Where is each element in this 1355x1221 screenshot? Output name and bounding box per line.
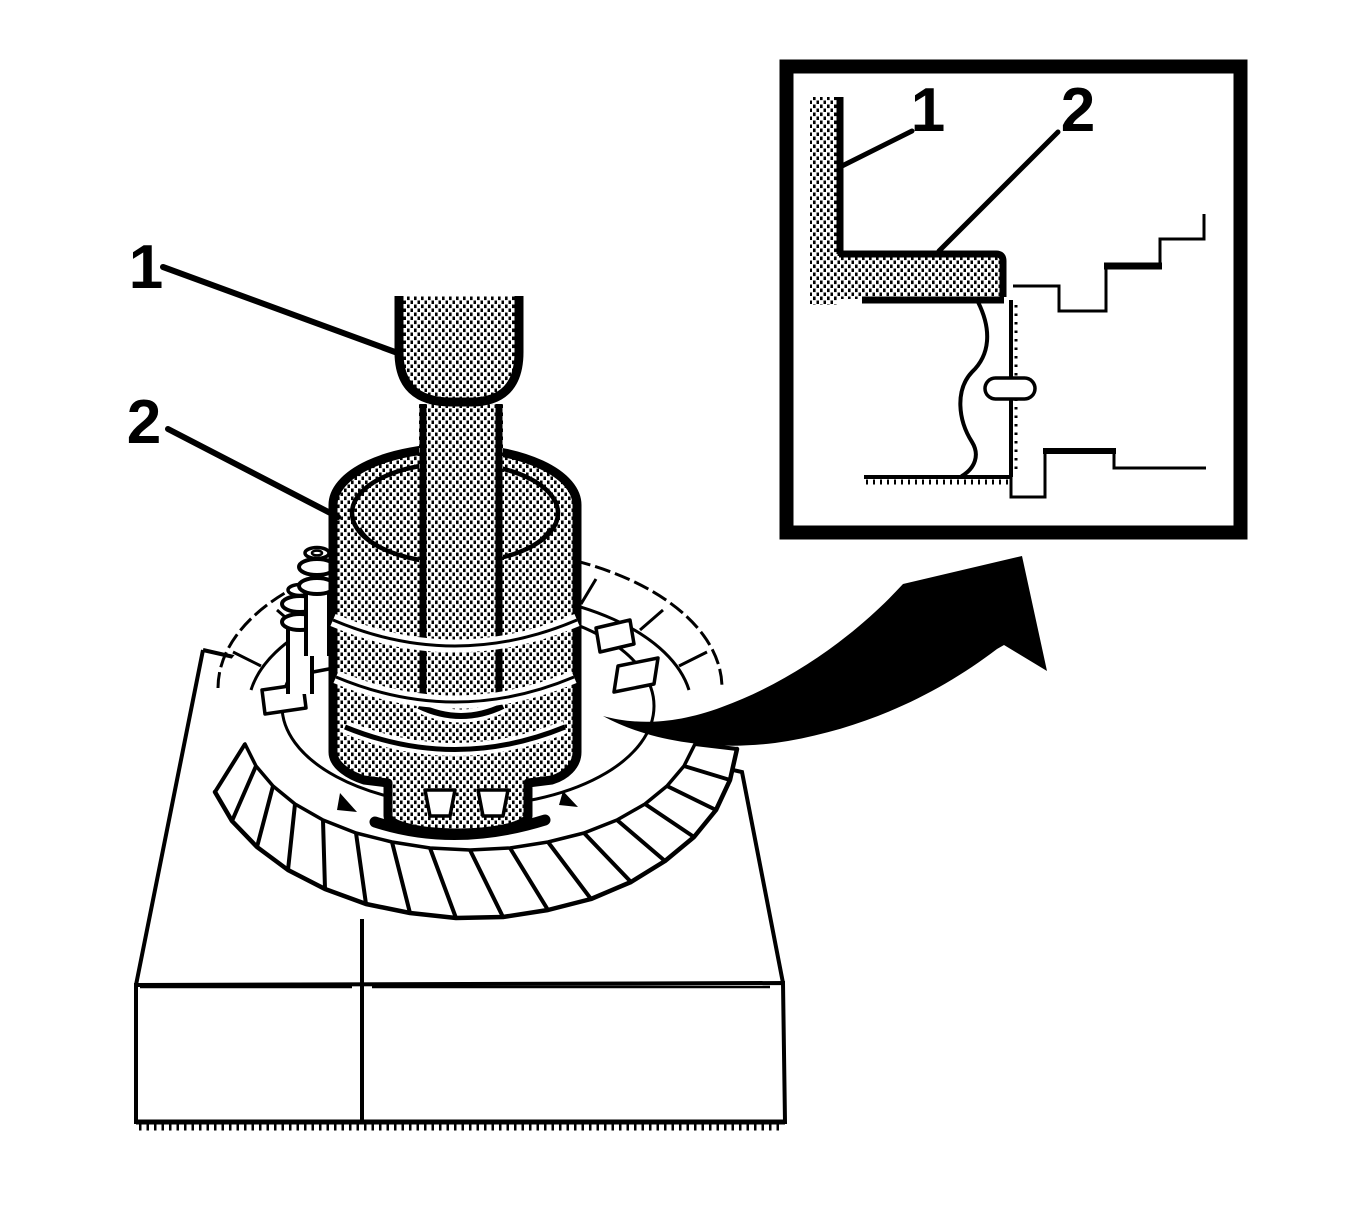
stud-front-cap-hole (310, 549, 324, 557)
inset-break-line (958, 300, 990, 478)
gear-back-teeth-silhouette (216, 546, 724, 689)
callout-2-leader (165, 426, 341, 520)
ram-rod-tip-arc (417, 703, 505, 719)
ring-2 (335, 675, 575, 704)
stud-front-cap (303, 545, 331, 561)
inset-callout-1-label: 1 (911, 76, 945, 145)
inset-installer-section (837, 254, 1001, 299)
inset-shaft-section (864, 214, 1206, 499)
installer-tool (328, 404, 582, 840)
inset-callout-1-leader (839, 128, 915, 169)
callout-1-label: 1 (129, 233, 163, 302)
installer-step-rings (330, 614, 580, 756)
press-ram-fill (395, 296, 523, 406)
press-ram-outline (394, 296, 524, 407)
inset-installer-top-right-edge (839, 250, 1007, 297)
inset-roll-pin (983, 376, 1037, 401)
detail-zoom-arrow (603, 556, 1047, 746)
installer-bottom-shadow (369, 814, 551, 840)
inset-border (779, 59, 1248, 540)
callout-2-label: 2 (127, 388, 161, 457)
press-base-front-face (134, 980, 788, 1124)
inset-callouts: 1 2 (839, 76, 1095, 254)
callout-1-leader (160, 264, 398, 355)
ring-3 (344, 724, 566, 752)
ring-1 (332, 618, 578, 648)
inset-callout-2-leader (936, 129, 1061, 254)
installer-castellation-notches (423, 788, 510, 818)
main-view-callouts: 1 2 (127, 233, 398, 520)
ram-rod-body (419, 404, 503, 716)
stud-front-body (306, 586, 329, 656)
ram-rod-sides (419, 404, 503, 712)
inset-ram-section (810, 97, 837, 305)
inset-callout-2-label: 2 (1061, 76, 1095, 145)
inset-detail-box: 1 2 (779, 59, 1248, 540)
press-ram (394, 296, 524, 407)
gear-teeth-flanks (213, 742, 738, 919)
press-ram-rod (416, 404, 506, 723)
